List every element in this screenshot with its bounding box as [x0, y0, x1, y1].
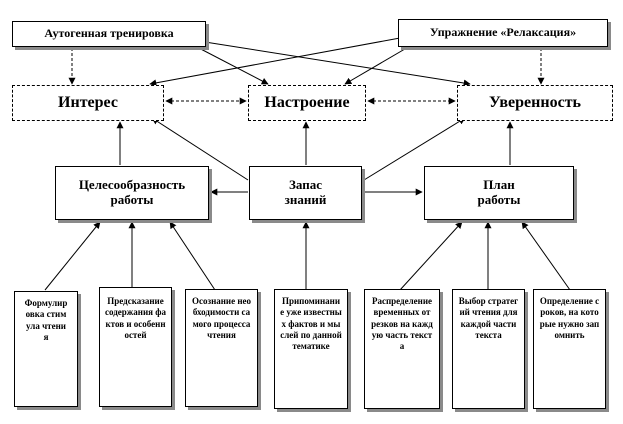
leaf-awareness: Осознание необходимости самого процесса …	[185, 289, 258, 407]
arrow-formulation-expediency	[44, 221, 101, 291]
confidence-box: Уверенность	[457, 85, 613, 121]
relaxation-exercise-box: Упражнение «Релаксация»	[398, 19, 608, 47]
knowledge-label: Запас знаний	[284, 177, 327, 207]
knowledge-box: Запас знаний	[249, 166, 362, 220]
leaf-prediction-label: Предсказание содержания фактов и особенн…	[104, 296, 167, 340]
confidence-label: Уверенность	[488, 93, 582, 111]
leaf-deadlines-label: Определение сроков, на которые нужно зап…	[539, 296, 600, 340]
arrow-autogenic-confidence	[204, 41, 471, 87]
expediency-box: Целесообразность работы	[55, 166, 209, 220]
interest-box: Интерес	[12, 85, 164, 121]
arrow-autogenic-mood	[194, 45, 269, 85]
leaf-distribution-label: Распределение временных отрезков на кажд…	[371, 296, 433, 351]
leaf-strategy: Выбор стратегий чтения для каждой части …	[452, 289, 525, 409]
leaf-recall: Припоминание уже известных фактов и мысл…	[274, 289, 348, 409]
mood-label: Настроение	[264, 93, 350, 111]
leaf-awareness-label: Осознание необходимости самого процесса …	[191, 296, 252, 340]
leaf-formulation: Формулировка стимула чтения	[14, 291, 78, 407]
plan-box: План работы	[424, 166, 574, 220]
mood-box: Настроение	[248, 85, 366, 121]
arrow-knowledge-confidence	[363, 117, 466, 181]
arrow-relaxation-mood	[344, 45, 411, 85]
leaf-distribution: Распределение временных отрезков на кажд…	[364, 289, 440, 409]
plan-label: План работы	[477, 177, 521, 207]
autogenic-training-label: Аутогенная тренировка	[44, 26, 174, 41]
expediency-label: Целесообразность работы	[78, 177, 186, 207]
leaf-prediction: Предсказание содержания фактов и особенн…	[99, 287, 172, 407]
leaf-strategy-label: Выбор стратегий чтения для каждой части …	[458, 296, 519, 340]
leaf-deadlines: Определение сроков, на которые нужно зап…	[533, 289, 606, 409]
leaf-formulation-label: Формулировка стимула чтения	[24, 298, 68, 342]
interest-label: Интерес	[58, 93, 118, 111]
arrow-awareness-expediency	[169, 221, 216, 291]
leaf-recall-label: Припоминание уже известных фактов и мысл…	[280, 296, 342, 351]
autogenic-training-box: Аутогенная тренировка	[12, 21, 206, 47]
arrow-relaxation-interest	[149, 37, 401, 87]
arrow-distribution-plan	[399, 221, 463, 291]
arrow-deadlines-plan	[521, 221, 571, 291]
arrow-knowledge-interest	[151, 117, 249, 181]
relaxation-exercise-label: Упражнение «Релаксация»	[429, 25, 577, 40]
